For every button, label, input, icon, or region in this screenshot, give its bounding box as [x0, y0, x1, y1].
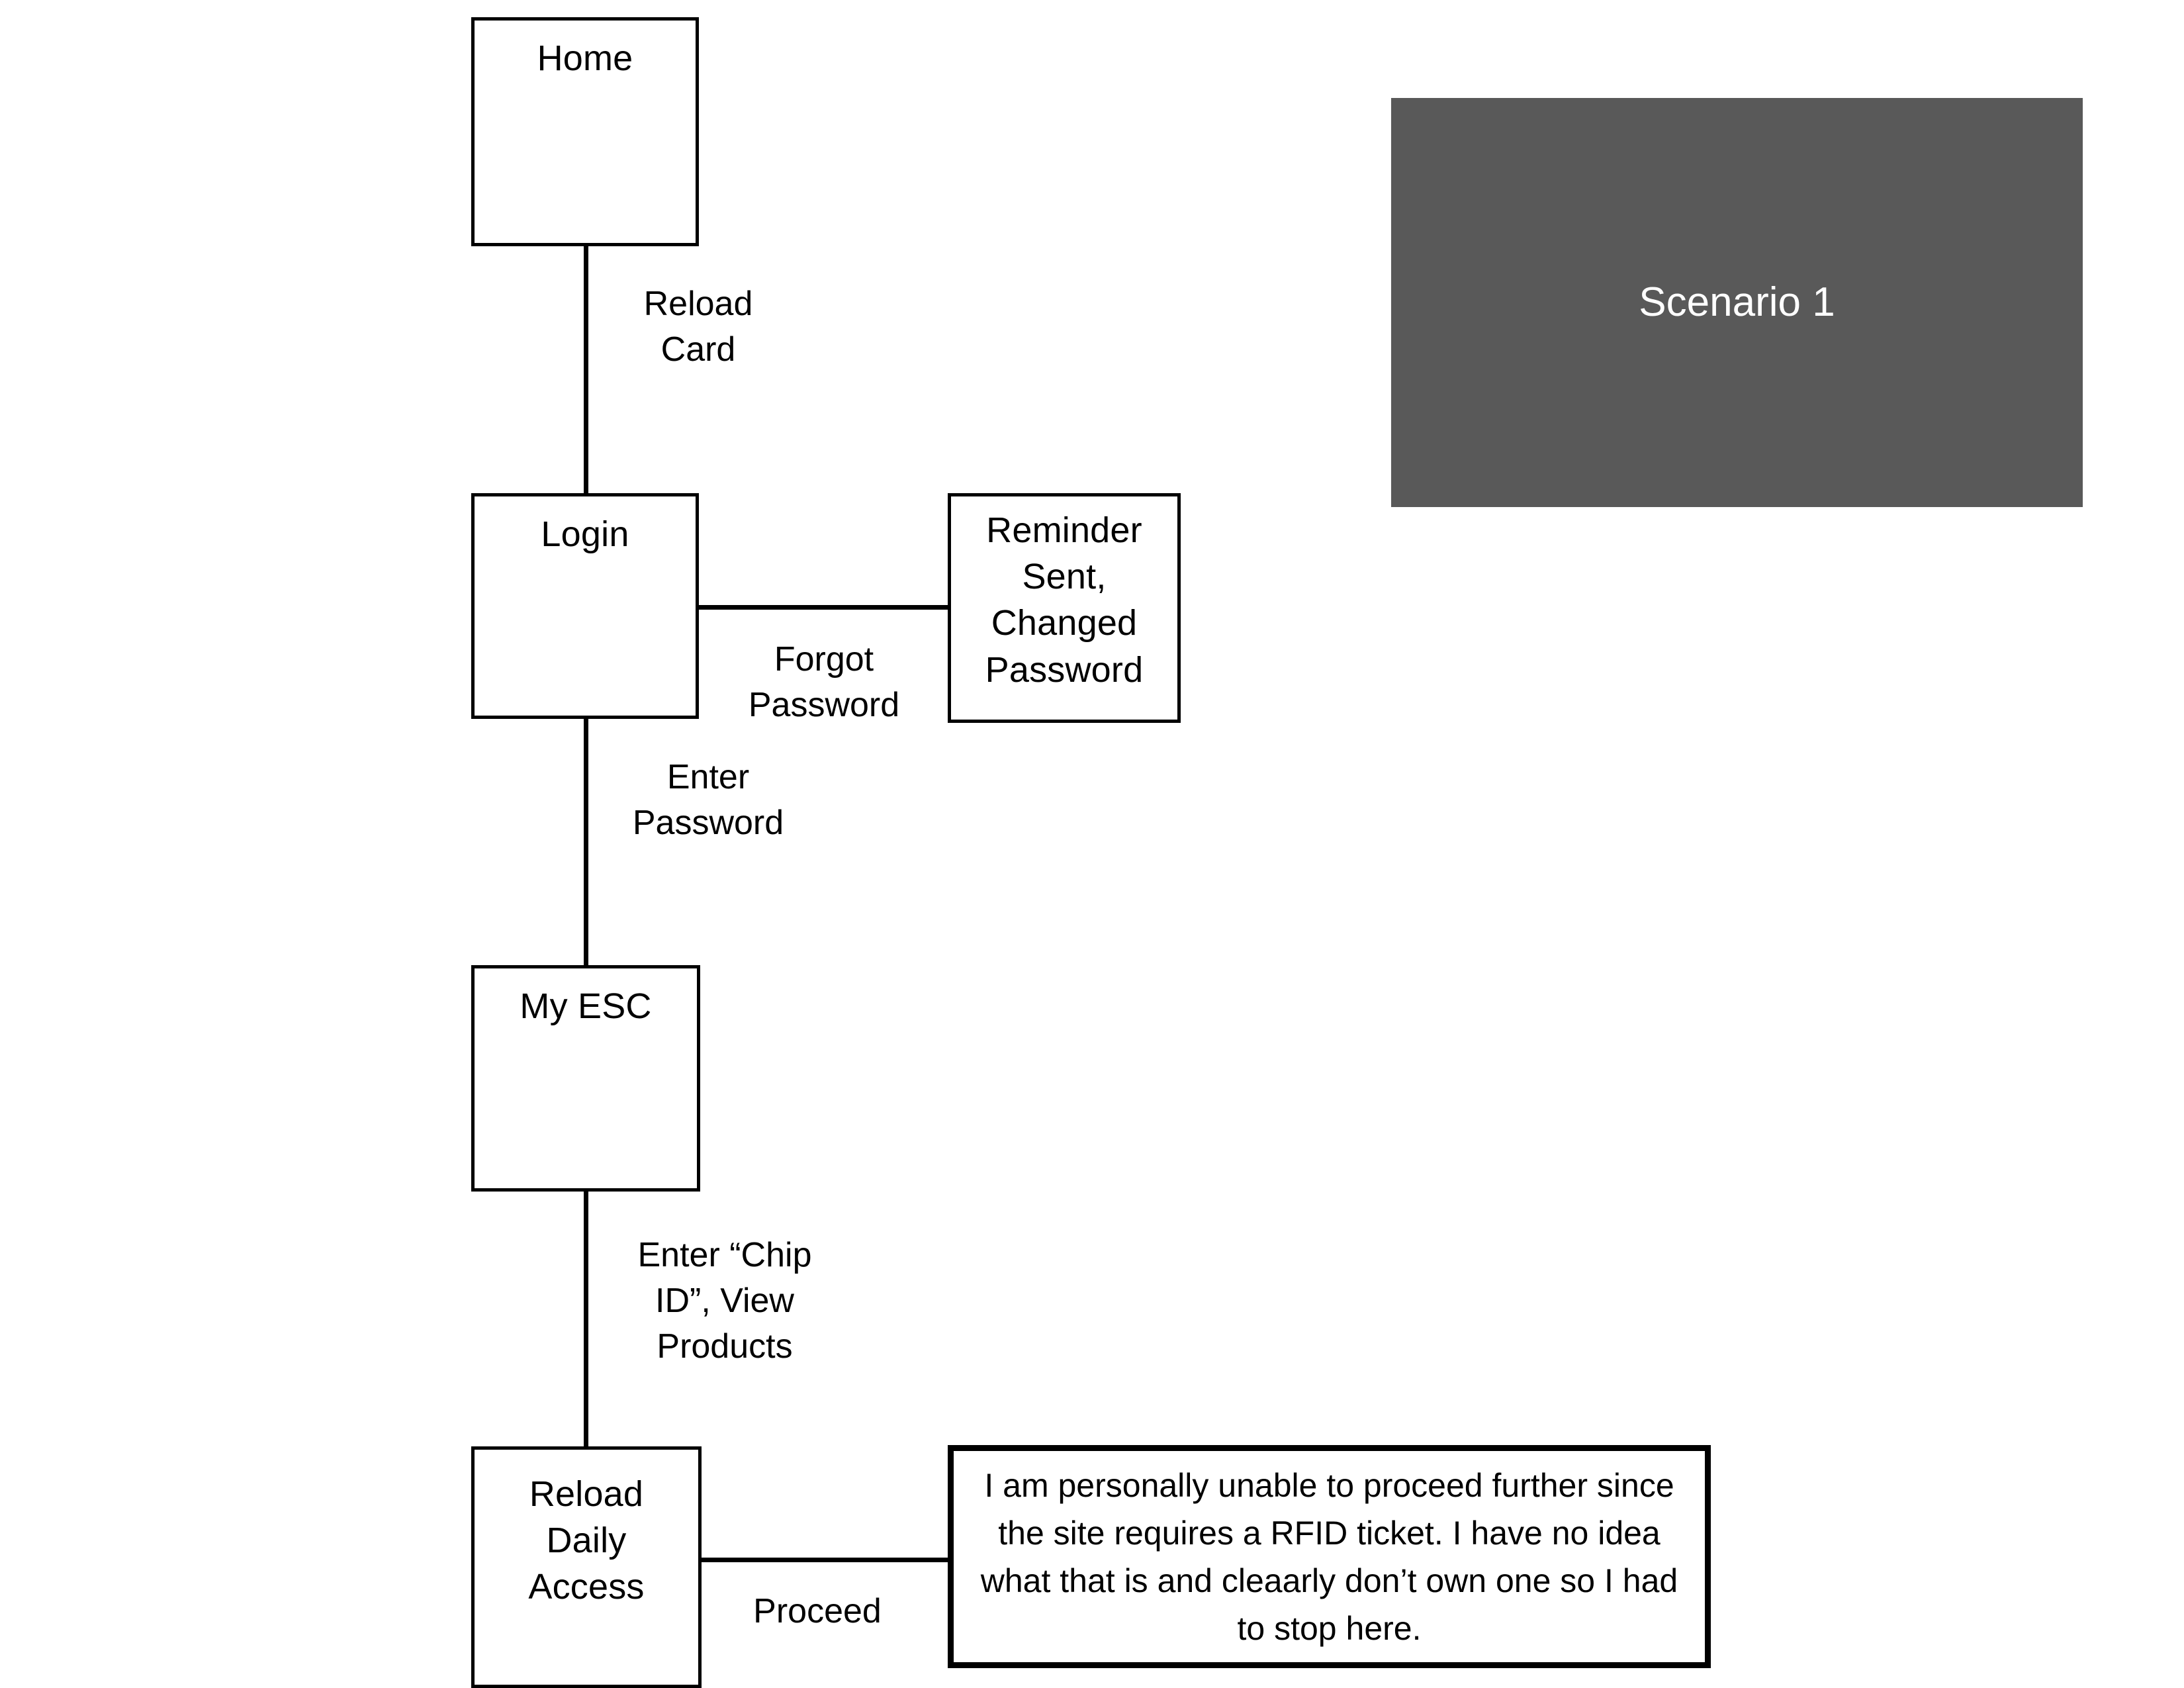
- edge-label-forgot-password: Forgot Password: [748, 640, 900, 725]
- edge-label-reload-card: Reload Card: [643, 285, 753, 369]
- callout-note: I am personally unable to proceed furthe…: [948, 1445, 1711, 1668]
- connector-login-to-myesc: [584, 716, 588, 968]
- node-home-label: Home: [537, 38, 633, 78]
- node-my-esc-label: My ESC: [520, 986, 652, 1026]
- node-my-esc[interactable]: My ESC: [471, 965, 700, 1192]
- node-login-label: Login: [541, 514, 629, 554]
- node-home[interactable]: Home: [471, 17, 699, 246]
- scenario-title-plate: Scenario 1: [1391, 98, 2083, 507]
- scenario-title-label: Scenario 1: [1639, 279, 1835, 325]
- edge-label-enter-password: Enter Password: [632, 758, 784, 843]
- node-reminder-label: Reminder Sent, Changed Password: [985, 510, 1144, 690]
- connector-reload-to-note: [696, 1558, 951, 1562]
- node-reload-daily-access[interactable]: Reload Daily Access: [471, 1446, 702, 1688]
- edge-label-enter-chip-id: Enter “Chip ID”, View Products: [637, 1236, 812, 1366]
- edge-label-proceed: Proceed: [753, 1592, 882, 1630]
- node-reload-daily-access-label: Reload Daily Access: [528, 1474, 645, 1607]
- connector-login-to-reminder: [696, 605, 949, 610]
- connector-home-to-login: [584, 245, 588, 495]
- node-reminder-sent-changed-password[interactable]: Reminder Sent, Changed Password: [948, 493, 1181, 723]
- node-login[interactable]: Login: [471, 493, 699, 719]
- connector-myesc-to-reload: [584, 1189, 588, 1448]
- callout-note-text: I am personally unable to proceed furthe…: [980, 1466, 1678, 1647]
